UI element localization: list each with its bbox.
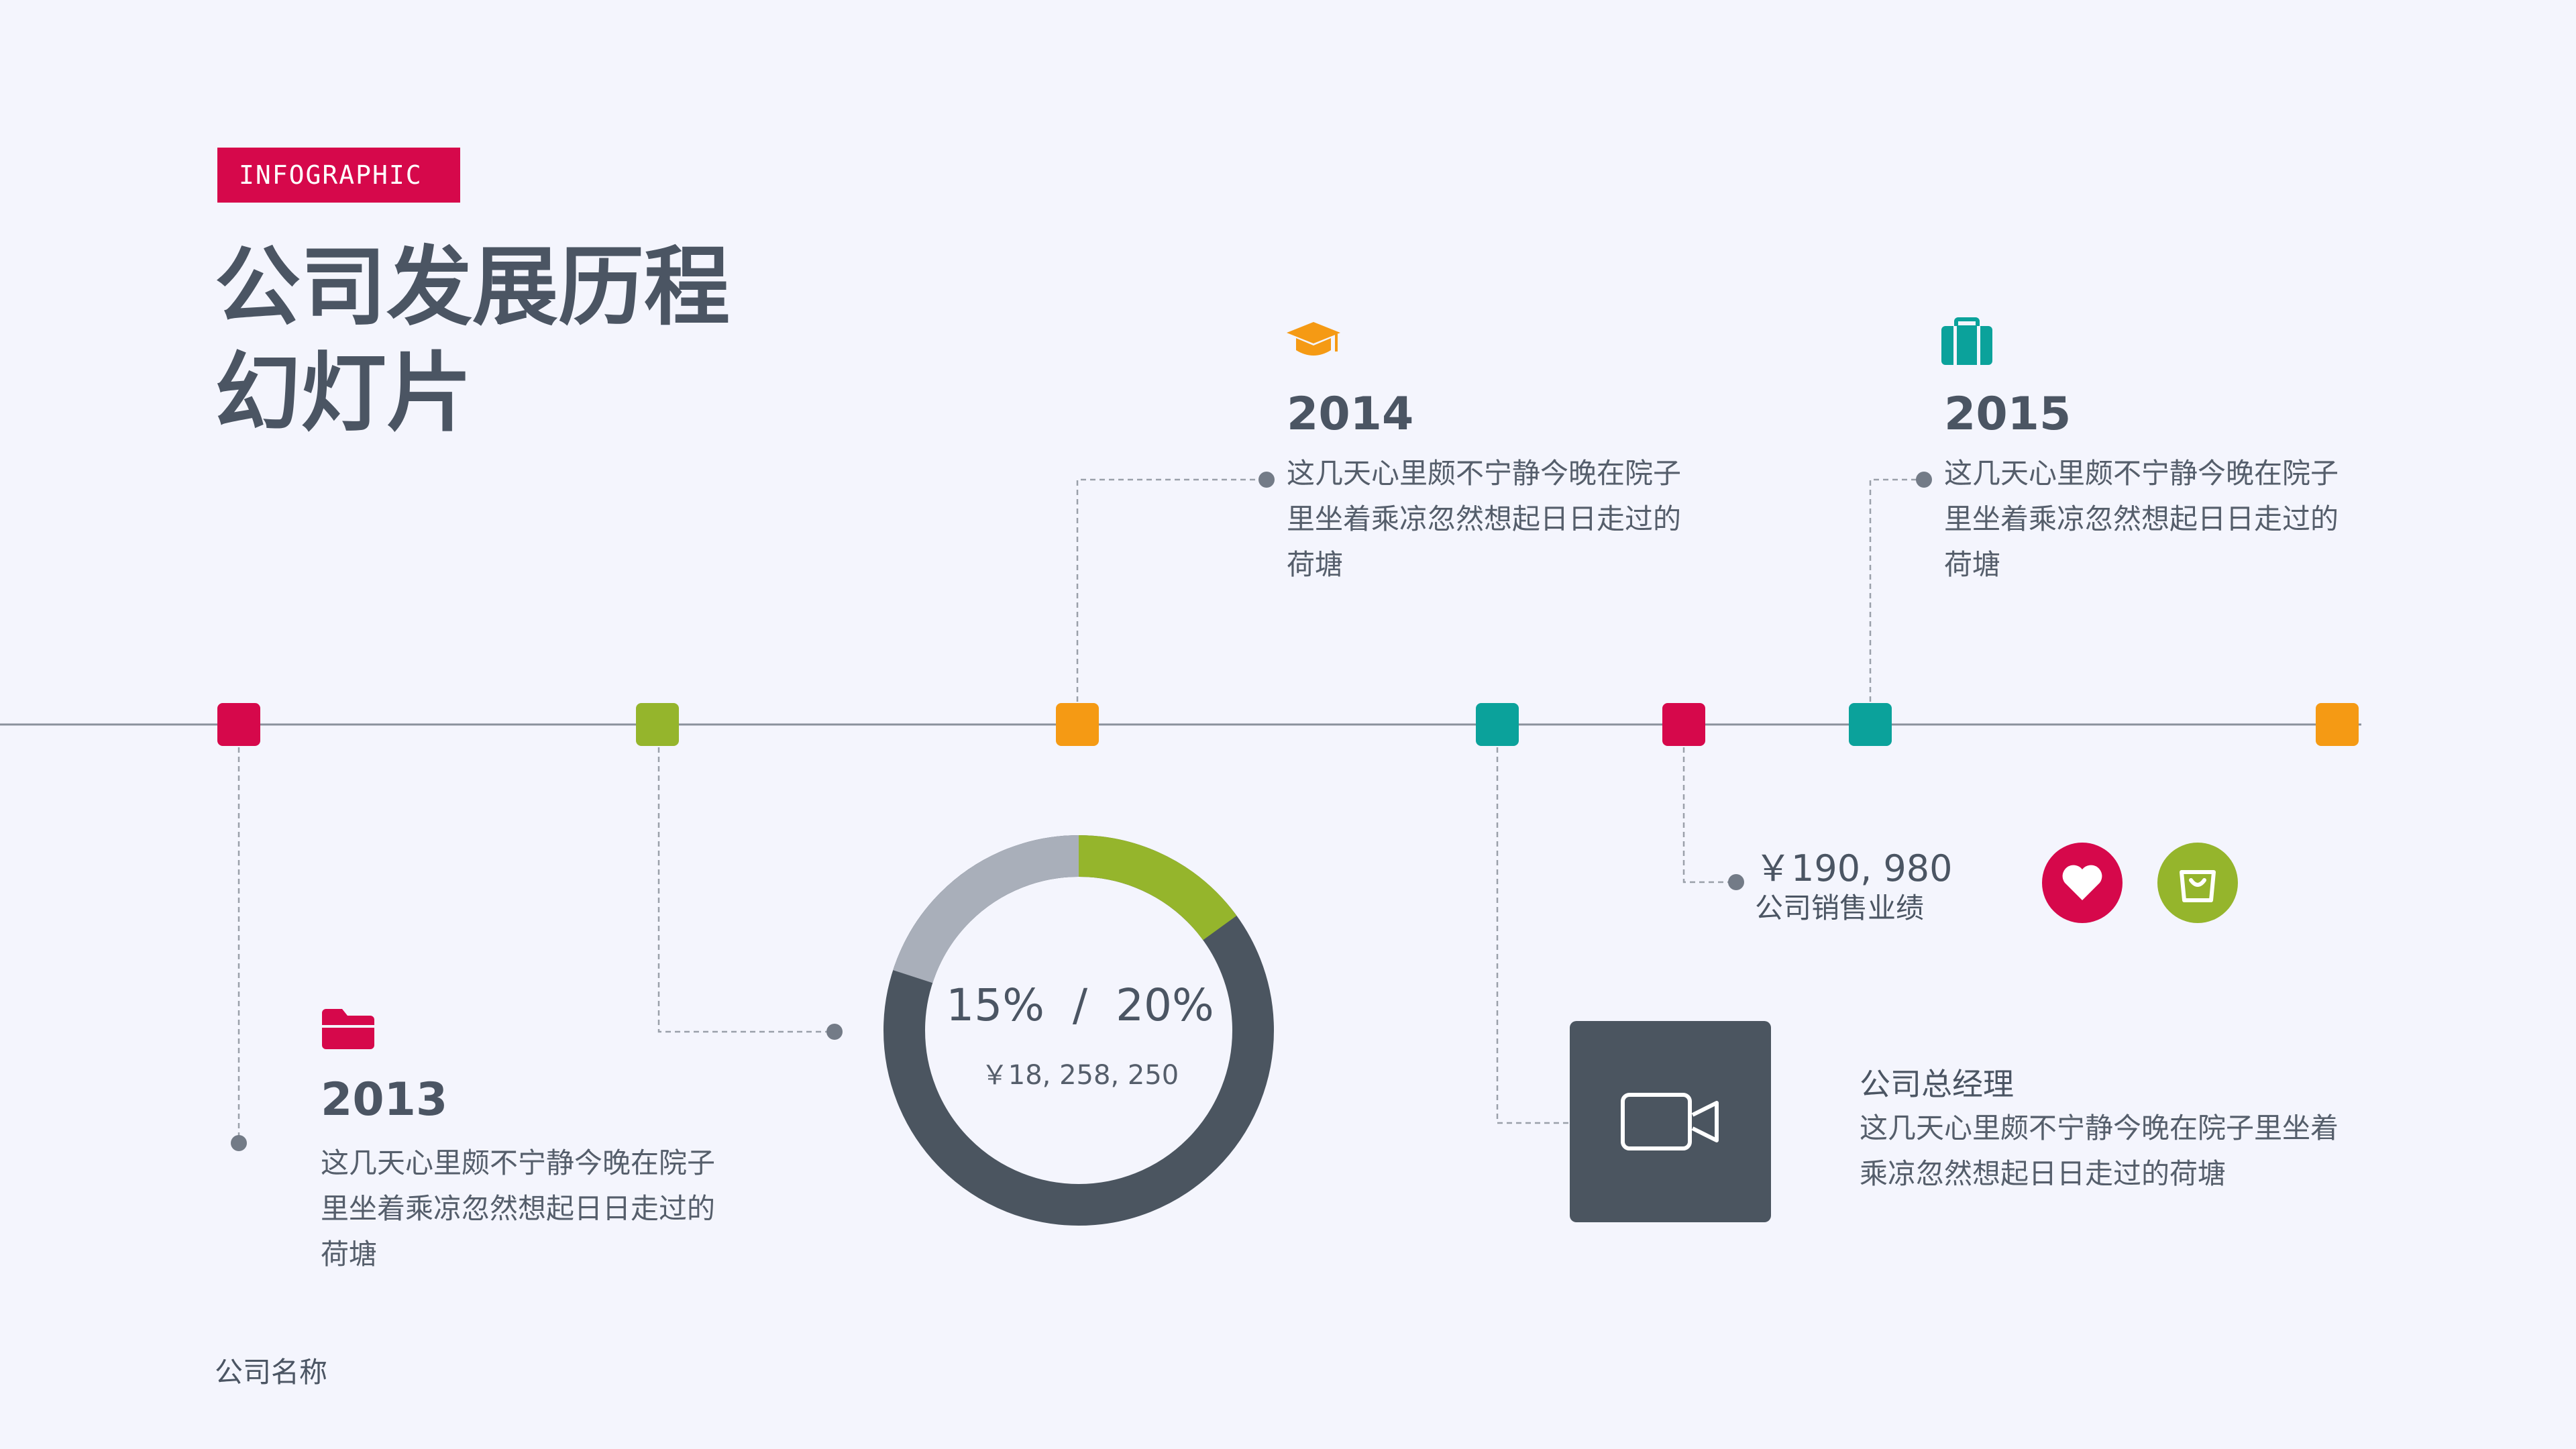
donut-amount: ￥18, 258, 250 bbox=[981, 1060, 1179, 1091]
node-orange-2[interactable] bbox=[2316, 703, 2359, 746]
dot-2013 bbox=[231, 1135, 247, 1151]
dot-2015 bbox=[1916, 472, 1932, 488]
node-green-1[interactable] bbox=[636, 703, 679, 746]
desc-2015: 这几天心里颇不宁静今晚在院子 里坐着乘凉忽然想起日日走过的 荷塘 bbox=[1944, 451, 2339, 588]
manager-desc-line: 乘凉忽然想起日日走过的荷塘 bbox=[1860, 1157, 2226, 1190]
desc-2013: 这几天心里颇不宁静今晚在院子 里坐着乘凉忽然想起日日走过的 荷塘 bbox=[321, 1140, 715, 1277]
desc-2014: 这几天心里颇不宁静今晚在院子 里坐着乘凉忽然想起日日走过的 荷塘 bbox=[1287, 451, 1681, 588]
desc-2015-line: 这几天心里颇不宁静今晚在院子 bbox=[1944, 457, 2339, 490]
sales-amount: ￥190, 980 bbox=[1755, 847, 1953, 890]
video-thumbnail[interactable] bbox=[1570, 1021, 1771, 1222]
donut-ratio: 15% / 20% bbox=[946, 979, 1214, 1031]
title-line-1: 公司发展历程 bbox=[215, 237, 731, 337]
connector-sales bbox=[1682, 747, 1736, 883]
connector-2015 bbox=[1869, 478, 1924, 702]
desc-2014-line: 荷塘 bbox=[1287, 548, 1344, 581]
dot-donut bbox=[826, 1024, 843, 1040]
manager-desc: 这几天心里颇不宁静今晚在院子里坐着 乘凉忽然想起日日走过的荷塘 bbox=[1860, 1106, 2339, 1197]
connector-donut bbox=[657, 747, 835, 1033]
bag-button[interactable] bbox=[2157, 843, 2238, 923]
dot-2014 bbox=[1258, 472, 1275, 488]
company-name: 公司名称 bbox=[215, 1356, 328, 1389]
donut-secondary-segment bbox=[893, 835, 1079, 983]
node-orange-1[interactable] bbox=[1056, 703, 1099, 746]
video-camera-icon bbox=[1621, 1093, 1719, 1150]
year-2015: 2015 bbox=[1944, 388, 2072, 441]
sales-label: 公司销售业绩 bbox=[1755, 892, 1925, 924]
dot-sales bbox=[1728, 874, 1744, 890]
year-2014: 2014 bbox=[1287, 388, 1414, 441]
node-teal-2[interactable] bbox=[1849, 703, 1892, 746]
node-red-1[interactable] bbox=[217, 703, 260, 746]
briefcase-icon bbox=[1941, 317, 1992, 365]
donut-highlight-segment bbox=[1078, 835, 1237, 941]
desc-2014-line: 里坐着乘凉忽然想起日日走过的 bbox=[1287, 502, 1682, 535]
node-red-2[interactable] bbox=[1662, 703, 1705, 746]
heart-button[interactable] bbox=[2042, 843, 2123, 923]
shopping-bag-icon bbox=[2180, 870, 2216, 902]
connector-2014 bbox=[1076, 478, 1267, 702]
desc-2014-line: 这几天心里颇不宁静今晚在院子 bbox=[1287, 457, 1682, 490]
graduation-cap-icon bbox=[1287, 322, 1340, 356]
desc-2013-line: 荷塘 bbox=[321, 1238, 378, 1271]
manager-title: 公司总经理 bbox=[1860, 1066, 2014, 1102]
heart-icon bbox=[2062, 865, 2102, 900]
node-teal-1[interactable] bbox=[1476, 703, 1519, 746]
connector-manager bbox=[1496, 747, 1570, 1124]
year-2013: 2013 bbox=[321, 1073, 448, 1126]
desc-2013-line: 这几天心里颇不宁静今晚在院子 bbox=[321, 1146, 716, 1179]
manager-desc-line: 这几天心里颇不宁静今晚在院子里坐着 bbox=[1860, 1112, 2339, 1144]
desc-2015-line: 里坐着乘凉忽然想起日日走过的 bbox=[1944, 502, 2339, 535]
page-title: 公司发展历程 幻灯片 bbox=[215, 235, 818, 447]
desc-2015-line: 荷塘 bbox=[1944, 548, 2001, 581]
infographic-tag: INFOGRAPHIC bbox=[217, 148, 460, 203]
title-line-2: 幻灯片 bbox=[215, 343, 473, 443]
desc-2013-line: 里坐着乘凉忽然想起日日走过的 bbox=[321, 1192, 716, 1225]
folder-icon bbox=[322, 1009, 374, 1049]
